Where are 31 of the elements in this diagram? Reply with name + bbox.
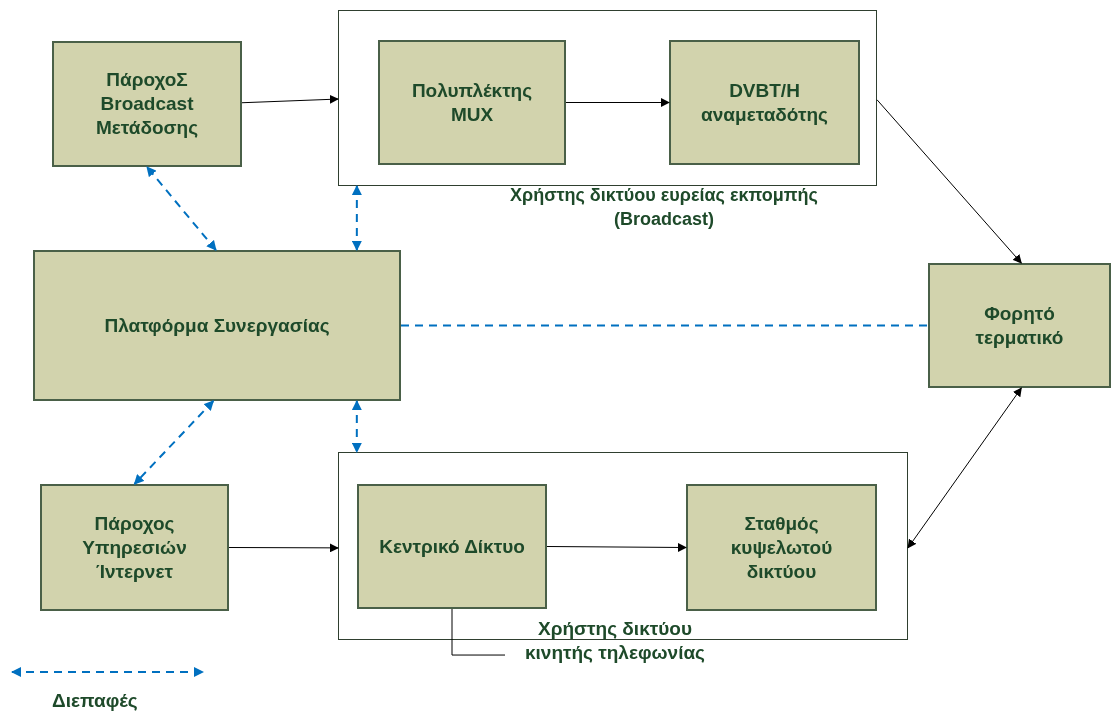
arrow <box>565 98 670 107</box>
node-label: Πολυπλέκτης MUX <box>410 78 534 127</box>
arrow <box>228 543 339 553</box>
process-box <box>686 484 877 611</box>
node-label: ΠάροχοΣ Broadcast Μετάδοσης <box>94 68 200 140</box>
interface-arrow <box>351 400 362 453</box>
node-label: Κεντρικό Δίκτυο <box>379 534 525 559</box>
interface-arrow <box>133 400 215 485</box>
process-box <box>357 484 547 609</box>
leader-line <box>451 608 506 656</box>
group-box <box>338 452 908 640</box>
process-box <box>928 263 1111 388</box>
node-label: Φορητό τερματικό <box>974 301 1065 350</box>
legend-label: Διεπαφές <box>52 689 138 713</box>
process-box <box>40 484 229 611</box>
interface-arrow <box>351 185 362 251</box>
node-label: Πλατφόρμα Συνεργασίας <box>104 313 330 338</box>
process-box <box>52 41 242 167</box>
arrow <box>907 387 1022 549</box>
node-label: Σταθμός κυψελωτού δικτύου <box>729 511 834 584</box>
process-box <box>33 250 401 401</box>
interface-arrow <box>146 166 217 251</box>
arrow <box>546 542 687 552</box>
process-box <box>669 40 860 165</box>
group-label: Χρήστης δικτύου ευρείας εκπομπής (Broadcast) <box>509 184 819 231</box>
node-label: Χρήστης δικτύου κινητής τηλεφωνίας <box>524 617 706 665</box>
node-label: Πάροχος Υπηρεσιών Ίντερνετ <box>81 511 188 584</box>
process-box <box>378 40 566 165</box>
arrow <box>876 99 1022 264</box>
node-label: DVBT/H αναμεταδότης <box>700 78 829 127</box>
arrow <box>241 94 339 104</box>
